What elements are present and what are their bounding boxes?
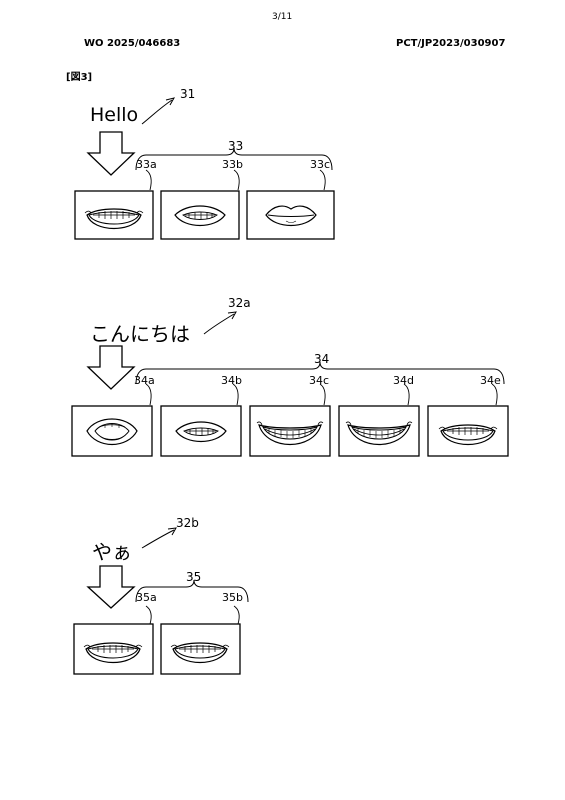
leader-32a — [203, 313, 235, 335]
figure-label: [図3] — [66, 72, 93, 83]
brace-34 — [135, 361, 505, 385]
leader-31 — [141, 99, 173, 125]
group-ref-34: 34 — [314, 352, 330, 366]
down-arrow-1 — [86, 131, 136, 176]
word-yaa: やぁ — [92, 540, 132, 564]
frame-ref-33c: 33c — [310, 158, 331, 171]
word-hello: Hello — [90, 104, 139, 126]
word-ref-32b: 32b — [176, 516, 199, 530]
brace-33 — [135, 147, 333, 171]
down-arrow-3 — [86, 565, 136, 609]
frame-ref-33a: 33a — [136, 158, 157, 171]
application-number: PCT/JP2023/030907 — [396, 38, 506, 49]
frame-ref-33b: 33b — [222, 158, 243, 171]
group-ref-35: 35 — [186, 570, 202, 584]
word-ref-32a: 32a — [228, 296, 251, 310]
group-ref-33: 33 — [228, 139, 244, 153]
frame-ref-34c: 34c — [309, 374, 330, 387]
word-konnichiwa: こんにちは — [90, 322, 190, 346]
frame-ref-35a: 35a — [136, 591, 157, 604]
brace-35 — [135, 579, 249, 603]
frame-ref-34d: 34d — [393, 374, 414, 387]
publication-number: WO 2025/046683 — [84, 38, 181, 49]
frame-ref-34b: 34b — [221, 374, 242, 387]
page-number: 3/11 — [272, 12, 293, 22]
frame-ref-34a: 34a — [134, 374, 155, 387]
frame-ref-34e: 34e — [480, 374, 501, 387]
frame-ref-35b: 35b — [222, 591, 243, 604]
word-ref-31: 31 — [180, 87, 196, 101]
leader-32b — [141, 529, 175, 549]
down-arrow-2 — [86, 345, 136, 390]
